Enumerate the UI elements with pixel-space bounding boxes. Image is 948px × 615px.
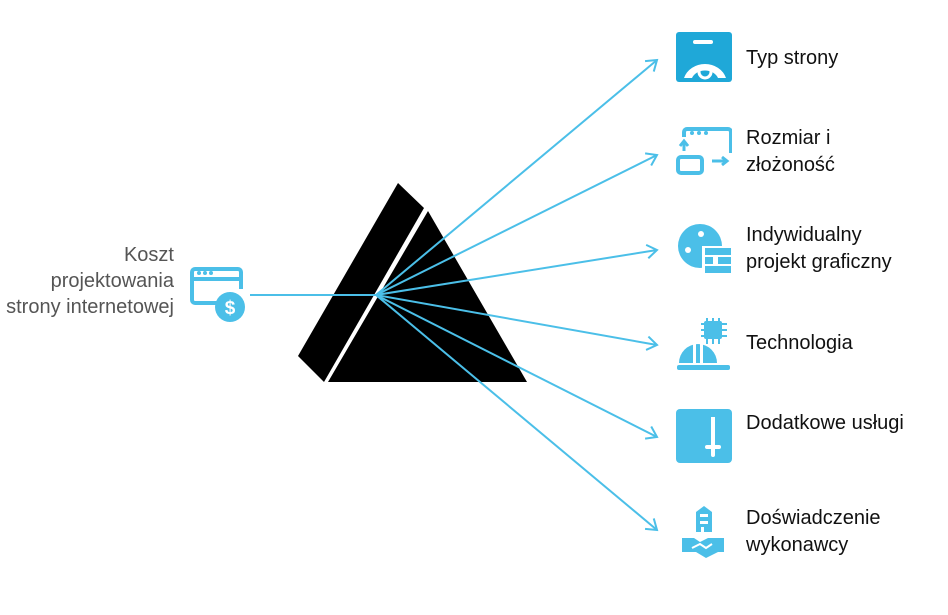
beam-5 — [375, 294, 658, 438]
handshake-building-icon — [676, 502, 732, 558]
beam-6 — [375, 294, 658, 531]
tool-panel-icon — [676, 409, 732, 465]
factor-label: Typ strony — [746, 47, 839, 69]
beam-2 — [375, 154, 658, 296]
palette-icon — [676, 222, 732, 278]
beam-4 — [375, 294, 658, 346]
svg-text:$: $ — [225, 298, 236, 319]
beam-3 — [375, 249, 658, 296]
resize-window-icon — [676, 127, 733, 183]
arrowhead-5 — [644, 426, 659, 440]
arrowhead-6 — [644, 518, 659, 532]
prism-front — [328, 211, 527, 382]
arrowhead-1 — [644, 58, 659, 72]
hardhat-chip-icon — [676, 317, 732, 373]
arrowhead-3 — [645, 243, 659, 259]
beam-1 — [375, 59, 658, 296]
factor-label: Dodatkowe usługi — [746, 412, 904, 434]
source-label: Koszt projektowania strony internetowej — [6, 244, 174, 318]
factor-label: Doświadczenie wykonawcy — [746, 507, 881, 556]
factor-label: Indywidualny projekt graficzny — [746, 224, 892, 273]
arrowhead-4 — [645, 335, 659, 351]
prism-back-slab — [298, 183, 424, 382]
arrowhead-2 — [644, 152, 659, 166]
website-type-icon — [676, 32, 732, 88]
factor-label: Rozmiar i złożoność — [746, 127, 835, 176]
factor-label: Technologia — [746, 332, 853, 354]
browser-dollar-icon: $ — [190, 267, 248, 325]
